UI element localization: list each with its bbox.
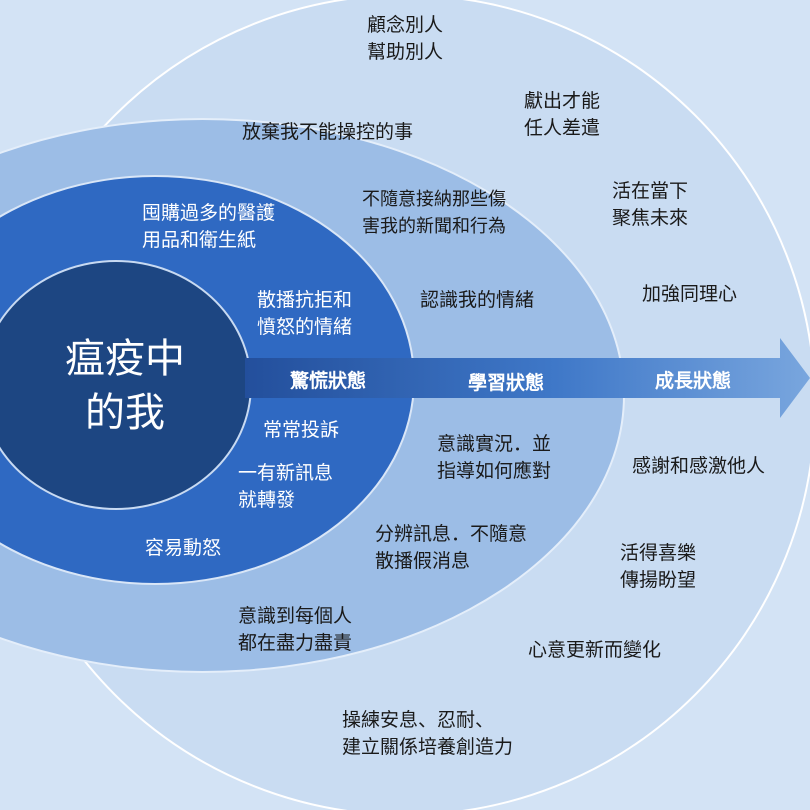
panic-item: 常常投訴 xyxy=(263,419,340,441)
learning-item: 分辨訊息．不隨意 散播假消息 xyxy=(375,523,528,572)
growth-item: 活得喜樂 傳揚盼望 xyxy=(620,542,697,591)
growth-item: 心意更新而變化 xyxy=(528,639,662,661)
growth-item: 活在當下 聚焦未來 xyxy=(612,180,689,229)
growth-item: 獻出才能 任人差遣 xyxy=(524,90,601,139)
growth-item: 加強同理心 xyxy=(642,283,738,305)
panic-item: 散播抗拒和 憤怒的情緒 xyxy=(257,289,353,338)
panic-item: 囤購過多的醫護 用品和衛生紙 xyxy=(142,202,276,251)
stage-label-panic: 驚慌狀態 xyxy=(290,370,367,392)
growth-item: 操練安息、忍耐、 建立關係培養創造力 xyxy=(342,709,514,758)
learning-item: 認識我的情緒 xyxy=(420,289,535,311)
growth-item: 顧念別人 幫助別人 xyxy=(367,14,444,63)
stage-label-growth: 成長狀態 xyxy=(655,370,732,392)
core-circle xyxy=(0,260,252,510)
growth-item: 感謝和感激他人 xyxy=(632,455,766,477)
stage-label-learning: 學習狀態 xyxy=(468,372,545,394)
learning-item: 意識到每個人 都在盡力盡責 xyxy=(238,605,353,654)
learning-item: 不隨意接納那些傷 害我的新聞和行為 xyxy=(362,189,506,237)
learning-item: 意識實況．並 指導如何應對 xyxy=(437,433,552,482)
arrow-shape xyxy=(245,338,810,418)
center-title: 瘟疫中 的我 xyxy=(65,336,185,436)
panic-item: 一有新訊息 就轉發 xyxy=(238,462,334,511)
learning-item: 放棄我不能操控的事 xyxy=(242,121,414,143)
panic-item: 容易動怒 xyxy=(145,537,222,559)
